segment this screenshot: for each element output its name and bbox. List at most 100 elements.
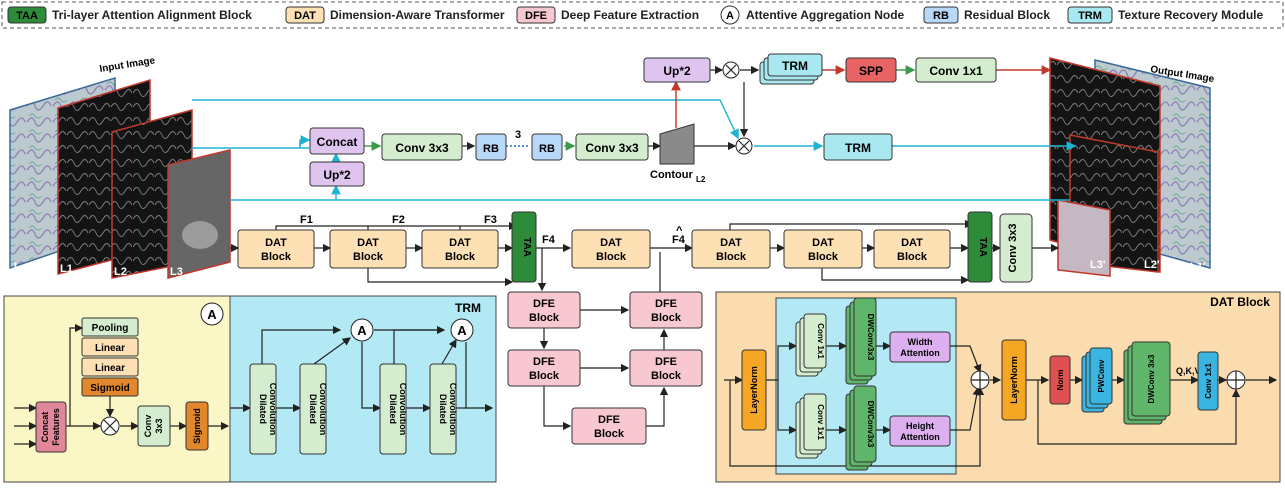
dat-pwconv — [1089, 347, 1113, 405]
contour-label: Contour — [650, 169, 693, 181]
trm-node-a1 — [350, 318, 374, 342]
dat-panel: DAT Block LayerNorm Conv 1x1 DWConv3x3 — [715, 291, 1281, 483]
dat-conv1x1-upper — [803, 313, 827, 369]
dat-height-attention-l2: Attention — [900, 432, 940, 442]
input-layer-l1-label: L1 — [60, 263, 73, 275]
dfe-block-5 — [571, 407, 647, 445]
dfe-block-1 — [507, 291, 581, 329]
up2-left-label: Up*2 — [323, 168, 351, 182]
dat-block-4-l1: DAT — [600, 237, 622, 249]
trm-dilated-2 — [299, 363, 327, 455]
dat-block-7-l2: Block — [897, 251, 928, 263]
spp-box — [845, 57, 897, 83]
dat-layernorm-2 — [1001, 339, 1027, 421]
output-layer-l3-label: L3' — [1090, 259, 1106, 271]
feature-label-f4-hat: F4 — [672, 234, 686, 246]
legend-dat-text: Dimension-Aware Transformer — [330, 8, 505, 22]
dat-layernorm-2-label: LayerNorm — [1009, 356, 1019, 404]
dfe-block-3-l2: Block — [529, 370, 560, 382]
dat-backbone: DAT Block DAT Block DAT Block F1 F2 F3 T… — [230, 211, 1060, 292]
dfe-block-4-l2: Block — [651, 370, 682, 382]
legend-aan-text: Attentive Aggregation Node — [746, 8, 905, 22]
trm-dilated-4-l1: Dilated — [438, 394, 448, 424]
trm-dilated-3 — [379, 363, 407, 455]
dfe-section: DFE Block DFE Block DFE Block DFE Block … — [507, 291, 703, 445]
dat-layernorm-1 — [741, 349, 767, 431]
up2-top-label: Up*2 — [663, 64, 691, 78]
input-layer-l2-label: L2 — [114, 266, 127, 278]
spp-label: SPP — [859, 64, 883, 78]
feature-label-f2: F2 — [392, 214, 405, 226]
aan-concat-features-l2: Features — [51, 408, 61, 446]
dat-block-4-l2: Block — [596, 251, 627, 263]
legend-trm-swatch — [1067, 6, 1113, 24]
aan-badge-label: A — [207, 307, 217, 322]
aan-sigmoid-h-label: Sigmoid — [192, 408, 202, 444]
trm-top-label: TRM — [782, 59, 808, 73]
dat-dwconv-lower-label: DWConv3x3 — [866, 401, 875, 448]
trm-dilated-4-l2: Convolution — [448, 383, 458, 436]
rb2-label: RB — [539, 143, 555, 155]
legend-taa-swatch — [7, 6, 47, 24]
dat-qkv-label: Q,K,V — [1176, 366, 1201, 376]
dat-block-5-l2: Block — [716, 251, 747, 263]
legend-rb-text: Residual Block — [964, 8, 1050, 22]
conv3x3-a-box — [381, 133, 463, 161]
concat-box — [309, 127, 365, 155]
trm-dilated-1 — [249, 363, 277, 455]
dat-dwconv-upper-label: DWConv3x3 — [866, 314, 875, 361]
rb1-box — [475, 133, 507, 161]
contour-subscript: L2 — [696, 175, 706, 184]
dat-layernorm-1-label: LayerNorm — [749, 366, 759, 414]
dat-panel-title: DAT Block — [1210, 295, 1270, 309]
dat-block-6-l1: DAT — [812, 237, 834, 249]
output-layer-l1-label: L1' — [1190, 261, 1206, 273]
dat-width-attention — [889, 331, 951, 363]
aan-conv-l1: Conv — [143, 415, 153, 438]
legend: TAA Tri-layer Attention Alignment Block … — [1, 1, 1284, 29]
dat-pwconv-label: PWConv — [1097, 359, 1106, 392]
taa-left-label: TAA — [521, 237, 532, 257]
dfe-block-4-l1: DFE — [655, 356, 677, 368]
aan-linear2 — [81, 357, 139, 377]
dat-block-3 — [421, 229, 499, 269]
aan-sigmoid-v-label: Sigmoid — [90, 383, 129, 394]
legend-rb-swatch — [923, 6, 959, 24]
aan-badge — [200, 302, 224, 326]
dfe-block-5-l1: DFE — [598, 414, 620, 426]
contour-shape — [659, 123, 695, 165]
dat-block-6 — [783, 229, 863, 269]
aan-linear1 — [81, 337, 139, 357]
taa-right-label: TAA — [977, 237, 988, 257]
output-layer-l2-label: L2' — [1144, 259, 1160, 271]
dat-norm-label: Norm — [1056, 370, 1065, 391]
dat-block-2 — [329, 229, 407, 269]
dat-block-1 — [237, 229, 315, 269]
input-image-stack: Input Image I L1 L2 L3 — [9, 55, 231, 279]
legend-aan-node — [720, 5, 740, 25]
dat-height-attention — [889, 415, 951, 447]
dfe-block-2 — [629, 291, 703, 329]
dfe-block-1-l2: Block — [529, 312, 560, 324]
aan-conv — [137, 405, 171, 447]
feature-label-f4: F4 — [542, 234, 556, 246]
legend-trm-text: Texture Recovery Module — [1118, 8, 1263, 22]
aan-linear2-label: Linear — [95, 363, 125, 374]
trm-dilated-2-l1: Dilated — [308, 394, 318, 424]
legend-taa-abbr: TAA — [16, 10, 38, 22]
trm-panel-title: TRM — [455, 301, 481, 315]
legend-dat-swatch — [285, 6, 325, 24]
rb1-label: RB — [483, 143, 499, 155]
input-image-label: Input Image — [99, 55, 157, 75]
conv3x3-a-label: Conv 3x3 — [395, 141, 449, 155]
dfe-block-5-l2: Block — [594, 428, 625, 440]
dat-conv1x1-lower — [803, 393, 827, 451]
dat-block-2-l1: DAT — [357, 237, 379, 249]
dfe-block-3 — [507, 349, 581, 387]
dat-width-attention-l2: Attention — [900, 348, 940, 358]
dat-width-attention-l1: Width — [908, 337, 933, 347]
input-layer-i-label: I — [14, 261, 17, 273]
conv3x3-right-box — [999, 213, 1033, 283]
feature-label-f1: F1 — [300, 214, 313, 226]
